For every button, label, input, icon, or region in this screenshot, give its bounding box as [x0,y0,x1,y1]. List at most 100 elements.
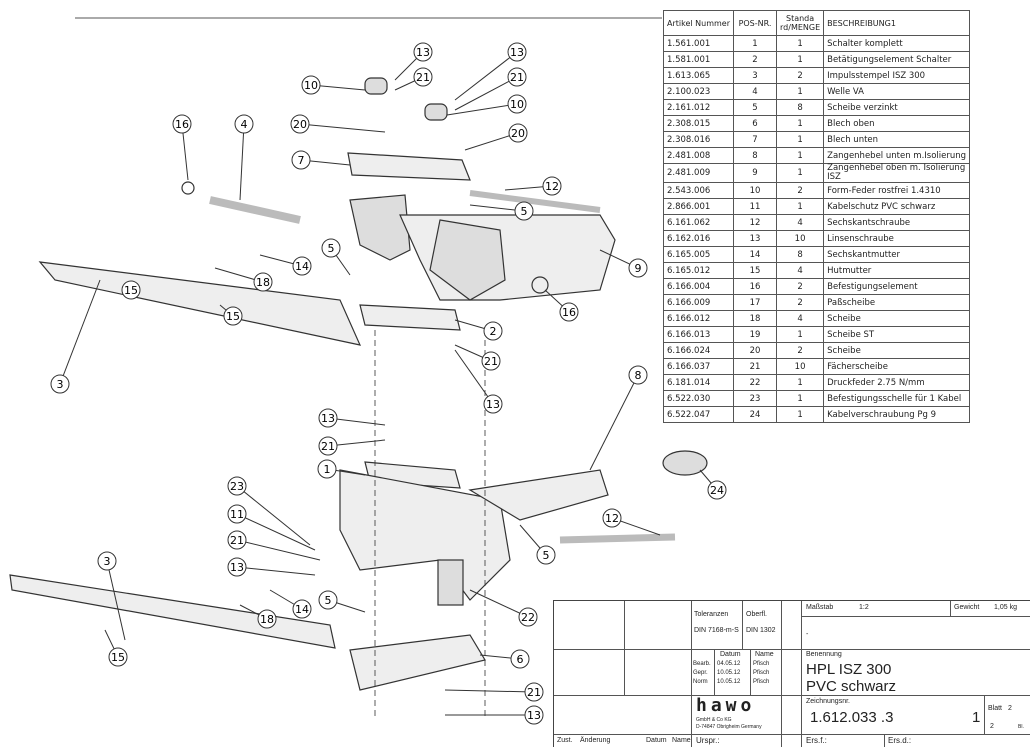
balloon-label: 23 [230,480,244,493]
balloon-label: 21 [484,355,498,368]
quantity: 4 [776,310,825,327]
balloon-label: 5 [328,242,335,255]
description: Scheibe [823,342,971,359]
article-number: 6.166.012 [662,310,735,327]
gewicht-value: 1,05 kg [994,604,1017,611]
date-value: 04.05.12 [717,661,741,667]
balloon-label: 10 [510,98,524,111]
balloon-label: 12 [605,512,619,525]
balloon-label: 3 [104,555,111,568]
balloon-circle [318,436,338,456]
balloon-circle [508,123,528,143]
article-number: 2.481.009 [662,163,735,183]
quantity: 10 [776,230,825,247]
description: Druckfeder 2.75 N/mm [823,374,971,391]
article-number: 6.166.009 [662,294,735,311]
description: Befestigungsschelle für 1 Kabel [823,390,971,407]
pos-nr: 17 [733,294,778,311]
description: Hutmutter [823,262,971,279]
zust-label: Zust. [557,737,573,744]
exploded-parts [9,77,708,720]
pos-nr: 14 [733,246,778,263]
quantity: 1 [776,35,825,52]
benennung-line2: PVC schwarz [806,678,897,695]
description: Scheibe [823,310,971,327]
quantity: 2 [776,294,825,311]
quantity: 2 [776,342,825,359]
pos-nr: 6 [733,115,778,132]
quantity: 1 [776,51,825,68]
quantity: 8 [776,99,825,116]
quantity: 1 [776,406,825,423]
leader-line [299,123,386,133]
description: Sechskantmutter [823,246,971,263]
quantity: 2 [776,67,825,84]
description: Kabelverschraubung Pg 9 [823,406,971,423]
role-label: Bearb. [693,661,711,667]
zeichnungsnr-value: 1.612.033 .3 [810,709,894,726]
balloon-label: 13 [416,46,430,59]
balloon-label: 7 [298,154,305,167]
balloon-label: 16 [562,306,576,319]
balloon-circle [50,374,70,394]
quantity: 4 [776,214,825,231]
part-22-spring [437,559,464,606]
urspr-label: Urspr.: [696,736,720,745]
quantity: 1 [776,198,825,215]
article-number: 6.161.062 [662,214,735,231]
description: Blech oben [823,115,971,132]
pos-nr: 16 [733,278,778,295]
description: Scheibe ST [823,326,971,343]
article-number: 2.543.006 [662,182,735,199]
leader-line [469,589,529,618]
balloon-label: 1 [324,463,331,476]
balloon-circle [321,238,341,258]
column-header: Artikel Nummer [662,10,735,36]
balloon-circle [292,599,312,619]
description: Befestigungselement [823,278,971,295]
quantity: 1 [776,115,825,132]
balloon-circle [524,705,544,725]
quantity: 8 [776,246,825,263]
blatt-label: Blatt [988,705,1003,712]
quantity: 2 [776,182,825,199]
balloon-circle [108,647,128,667]
article-number: 6.166.004 [662,278,735,295]
leader-line [59,279,101,385]
balloon-label: 4 [241,118,248,131]
ersd-label: Ers.d.: [888,736,912,745]
balloon-circle [97,551,117,571]
balloon-circle [317,459,337,479]
balloon-circle [628,365,648,385]
balloon-label: 15 [124,284,138,297]
balloon-circle [253,272,273,292]
toleranzen-label: Toleranzen [694,611,729,618]
article-number: 1.613.065 [662,67,735,84]
balloon-label: 5 [521,205,528,218]
balloon-label: 5 [543,549,550,562]
leader-line [106,560,126,641]
description: Form-Feder rostfrei 1.4310 [823,182,971,199]
balloon-circle [514,201,534,221]
description: Kabelschutz PVC schwarz [823,198,971,215]
balloon-label: 8 [635,369,642,382]
balloon-circle [301,75,321,95]
balloon-circle [483,394,503,414]
balloon-label: 21 [527,686,541,699]
name-value: Pfisch [753,679,770,685]
balloon-circle [223,306,243,326]
balloon-label: 13 [527,709,541,722]
pos-nr: 8 [733,147,778,164]
balloon-circle [507,67,527,87]
